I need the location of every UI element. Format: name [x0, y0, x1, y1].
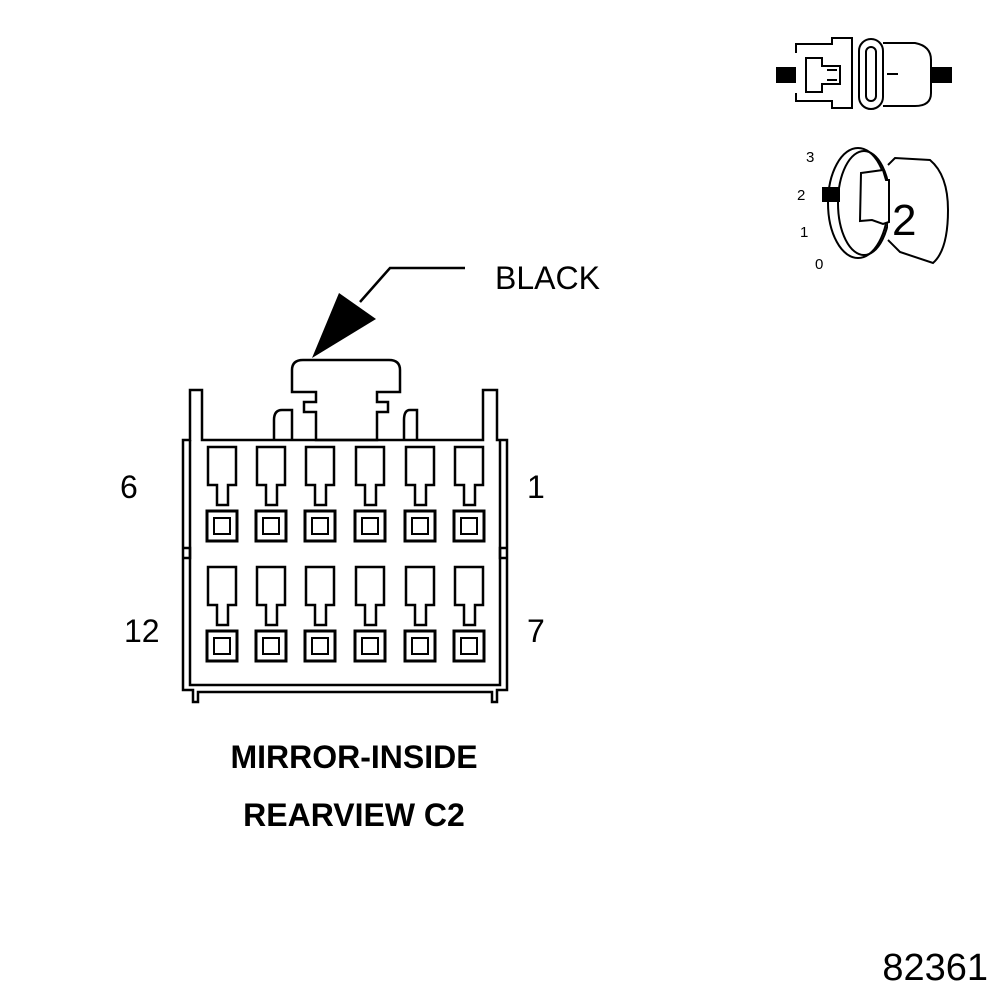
pin-label-1: 1: [527, 469, 545, 505]
key-scale-1: 1: [800, 224, 808, 241]
black-callout-label: BLACK: [495, 260, 600, 296]
terminal-cavity: [353, 445, 387, 543]
key-position-icon: [822, 147, 950, 265]
pin-label-12: 12: [124, 613, 160, 649]
connector-view-icon: [776, 37, 952, 110]
terminal-cavity: [452, 565, 486, 663]
terminal-cavity: [205, 445, 239, 543]
terminal-cavity: [353, 565, 387, 663]
terminal-cavities: [205, 445, 486, 663]
key-position-number: 2: [892, 196, 916, 245]
connector-face: [181, 358, 509, 704]
black-callout-leader: [312, 266, 465, 358]
terminal-cavity: [403, 445, 437, 543]
key-scale-0: 0: [815, 256, 823, 273]
terminal-cavity: [303, 445, 337, 543]
connector-title-line2: REARVIEW C2: [243, 797, 465, 833]
connector-title-line1: MIRROR-INSIDE: [230, 739, 477, 775]
terminal-cavity: [403, 565, 437, 663]
terminal-cavity: [452, 445, 486, 543]
pin-label-6: 6: [120, 469, 138, 505]
terminal-cavity: [254, 445, 288, 543]
key-scale-3: 3: [806, 149, 814, 166]
terminal-cavity: [303, 565, 337, 663]
terminal-cavity: [254, 565, 288, 663]
terminal-cavity: [205, 565, 239, 663]
pin-label-7: 7: [527, 613, 545, 649]
figure-id: 82361: [882, 947, 988, 989]
key-scale-2: 2: [797, 187, 805, 204]
